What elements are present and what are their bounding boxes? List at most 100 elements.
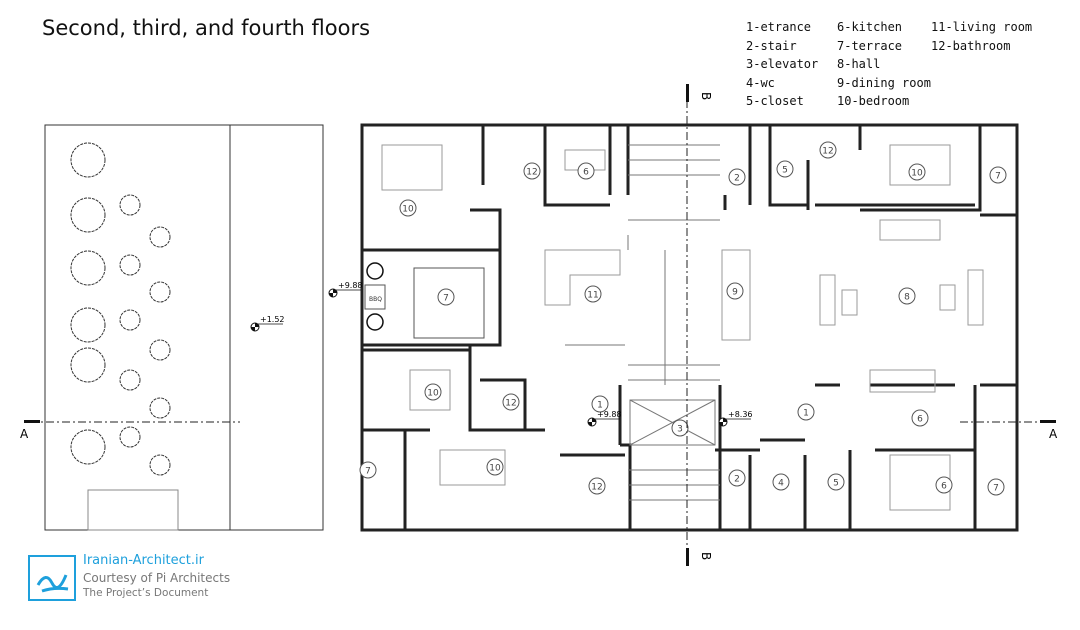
grill-icon — [366, 262, 384, 280]
tree-icon — [119, 254, 141, 276]
legend-column-3: 11-living room 12-bathroom — [931, 18, 1032, 55]
tree-icon — [70, 429, 106, 465]
room-number: 11 — [587, 291, 598, 301]
level-value: +1.52 — [260, 315, 285, 324]
legend-item: 11-living room — [931, 20, 1033, 34]
room-number: 6 — [941, 482, 947, 492]
section-b-top-label: B — [699, 92, 713, 100]
room-label: 9 — [726, 282, 744, 300]
credit-document: The Project’s Document — [83, 587, 209, 599]
yard-stair — [87, 489, 179, 531]
room-label: 8 — [898, 287, 916, 305]
room-number: 6 — [917, 415, 923, 425]
logo-icon — [28, 555, 76, 601]
room-number: 6 — [583, 168, 589, 178]
room-number: 2 — [734, 174, 740, 184]
level-markers: +1.52+9.88+9.88+8.36 — [250, 281, 753, 427]
room-label: 2 — [728, 168, 746, 186]
drawing-title: Second, third, and fourth floors — [42, 16, 371, 40]
room-number: 1 — [803, 409, 809, 419]
legend-item: 6-kitchen — [837, 20, 903, 34]
furniture — [381, 144, 984, 511]
room-number: 7 — [993, 484, 999, 494]
island — [869, 369, 936, 393]
section-a-right-label: A — [1049, 427, 1058, 441]
legend-item: 1-etrance — [746, 20, 812, 34]
level-value: +9.88 — [597, 410, 622, 419]
room-number: 9 — [732, 288, 738, 298]
room-number: 12 — [591, 483, 602, 493]
tree-icon — [149, 454, 171, 476]
room-label: 1 — [797, 403, 815, 421]
legend-item: 9-dining room — [837, 75, 931, 90]
section-a-left-mark — [24, 420, 40, 423]
sofa — [819, 274, 836, 326]
tree-icon — [119, 194, 141, 216]
room-number: 12 — [822, 147, 833, 157]
bed — [439, 449, 506, 486]
building-walls — [360, 123, 1019, 532]
tree-icon — [119, 309, 141, 331]
tree-icon — [70, 307, 106, 343]
tree-icon — [70, 250, 106, 286]
room-number: 5 — [782, 166, 788, 176]
legend-item: 2-stair — [746, 38, 797, 53]
tree-icon — [149, 281, 171, 303]
yard-boundary — [44, 124, 324, 531]
coffee-table — [841, 289, 858, 316]
room-number: 7 — [995, 172, 1001, 182]
tree-icon — [70, 347, 106, 383]
tree-icon — [70, 197, 106, 233]
room-label: 12 — [819, 141, 837, 159]
bed — [409, 369, 451, 411]
sofa — [879, 219, 941, 241]
room-number: 3 — [677, 425, 683, 435]
bed — [889, 144, 951, 186]
room-number: 5 — [833, 479, 839, 489]
room-label: 1 — [591, 395, 609, 413]
tree-icon — [149, 226, 171, 248]
room-number: 10 — [427, 389, 439, 399]
dining-table — [721, 249, 751, 341]
room-label: 10 — [424, 383, 442, 401]
section-b-bottom-label: B — [699, 552, 713, 560]
legend-item: 12-bathroom — [931, 38, 1011, 53]
section-b-bottom-mark — [686, 548, 689, 566]
legend-item: 3-elevator — [746, 57, 819, 71]
room-label: 3 — [671, 419, 689, 437]
tree-icon — [119, 426, 141, 448]
room-label: 7 — [359, 461, 377, 479]
legend-item: 10-bedroom — [837, 94, 910, 108]
tree-icon — [70, 142, 106, 178]
sofa — [544, 249, 621, 306]
legend-item: 5-closet — [746, 94, 804, 108]
room-label: 10 — [486, 458, 504, 476]
level-value: +9.88 — [338, 281, 363, 290]
legend-item: 7-terrace — [837, 38, 903, 53]
site-yard — [44, 124, 324, 531]
level-marker: +1.52 — [250, 315, 285, 332]
room-label: 5 — [776, 160, 794, 178]
bbq-label: BBQ — [369, 296, 382, 303]
room-number: 7 — [365, 467, 371, 477]
tree-icon — [149, 397, 171, 419]
room-number: 1 — [597, 401, 603, 411]
room-label: 6 — [911, 409, 929, 427]
room-number: 2 — [734, 475, 740, 485]
room-label: 10 — [399, 199, 417, 217]
room-label: 7 — [989, 166, 1007, 184]
tree-icon — [149, 339, 171, 361]
level-marker: +9.88 — [328, 281, 363, 298]
room-number: 12 — [505, 399, 516, 409]
legend-column-2: 6-kitchen 7-terrace 8-hall 9-dining room… — [837, 18, 931, 111]
bed — [381, 144, 443, 191]
room-label: 2 — [728, 469, 746, 487]
room-number: 10 — [489, 464, 501, 474]
sofa — [967, 269, 984, 326]
room-number: 4 — [778, 479, 784, 489]
grill-icon — [366, 313, 384, 331]
room-label: 7 — [437, 288, 455, 306]
room-label: 6 — [935, 476, 953, 494]
room-number: 10 — [911, 169, 923, 179]
